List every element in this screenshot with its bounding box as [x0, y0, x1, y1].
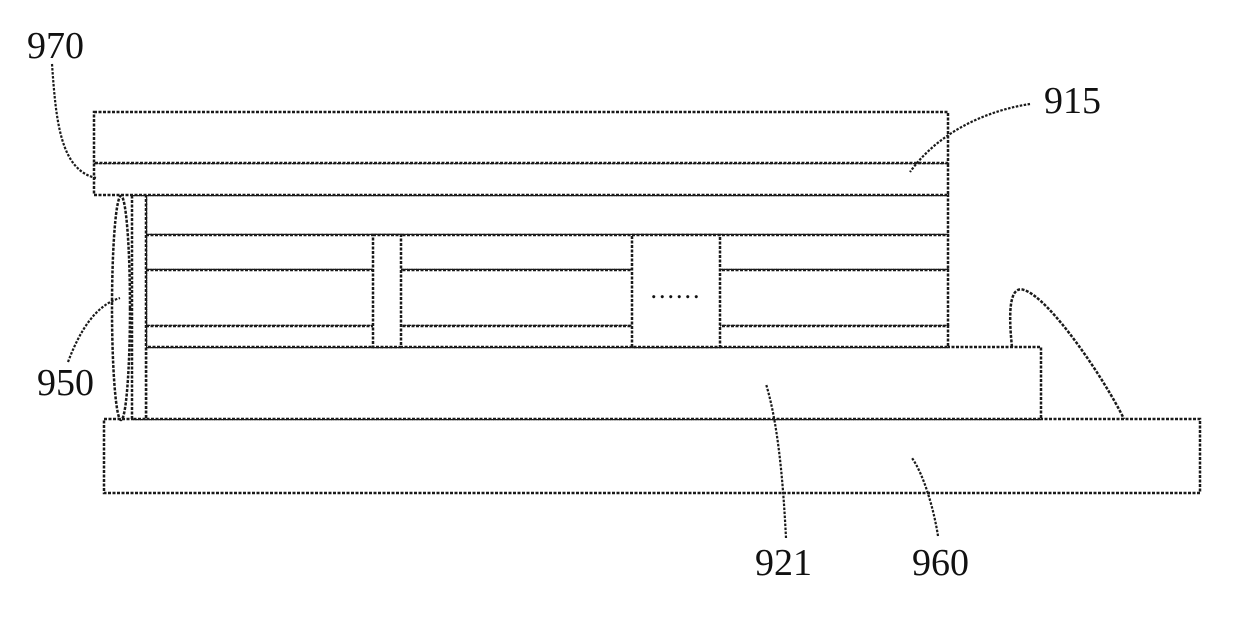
substrate-960: [104, 419, 1200, 493]
pillar-1: [373, 235, 401, 347]
label-960: 960: [912, 542, 969, 584]
sealant-950: [112, 196, 130, 420]
side-wall: [132, 195, 146, 419]
layer-921: [146, 347, 1041, 419]
label-921: 921: [755, 542, 812, 584]
layer-915: [94, 163, 948, 195]
stack-layer-3: [146, 270, 948, 326]
stack-layer-2: [146, 235, 948, 270]
top-cover-plate: [94, 112, 948, 163]
stack-layer-top: [146, 195, 948, 235]
leader-970: [52, 64, 96, 178]
label-915: 915: [1044, 80, 1101, 122]
stack-layer-4: [146, 326, 948, 347]
label-970: 970: [27, 25, 84, 67]
label-950: 950: [37, 362, 94, 404]
ellipsis-text: ......: [651, 275, 702, 304]
